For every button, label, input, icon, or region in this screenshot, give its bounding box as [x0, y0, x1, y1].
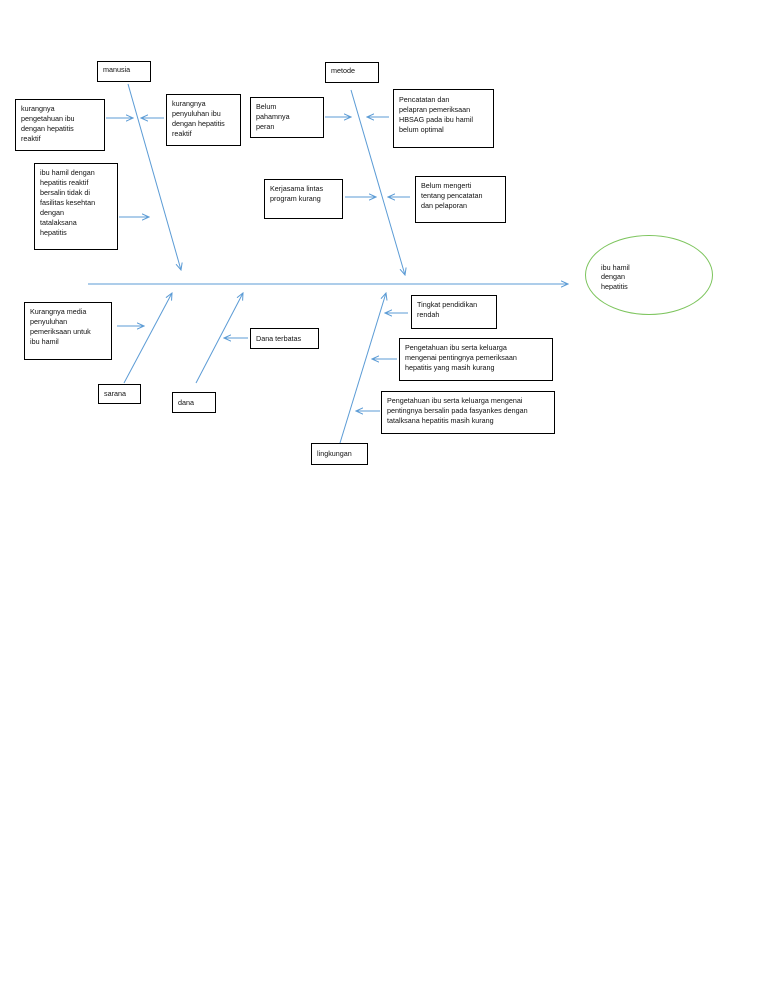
category-lingkungan: lingkungan [311, 443, 368, 465]
cause-manusia-3: ibu hamil dengan hepatitis reaktif bersa… [34, 163, 118, 250]
bone-dana [195, 293, 243, 384]
cause-manusia-1: kurangnya pengetahuan ibu dengan hepatit… [15, 99, 105, 151]
category-sarana: sarana [98, 384, 141, 404]
category-manusia: manusia [97, 61, 151, 82]
cause-lingkungan-1: Tingkat pendidikan rendah [411, 295, 497, 329]
cause-metode-1: Belum pahamnya peran [250, 97, 324, 138]
cause-lingkungan-2: Pengetahuan ibu serta keluarga mengenai … [399, 338, 553, 381]
category-metode: metode [325, 62, 379, 83]
cause-metode-4: Belum mengerti tentang pencatatan dan pe… [415, 176, 506, 223]
cause-dana-1: Dana terbatas [250, 328, 319, 349]
bone-manusia [127, 83, 181, 270]
effect-label: ibu hamil dengan hepatitis [601, 263, 630, 290]
bone-metode [350, 89, 405, 275]
cause-manusia-2: kurangnya penyuluhan ibu dengan hepatiti… [166, 94, 241, 146]
cause-metode-2: Pencatatan dan pelapran pemeriksaan HBSA… [393, 89, 494, 148]
cause-sarana-1: Kurangnya media penyuluhan pemeriksaan u… [24, 302, 112, 360]
cause-metode-3: Kerjasama lintas program kurang [264, 179, 343, 219]
effect-ellipse [585, 235, 713, 315]
bone-sarana [123, 293, 172, 384]
category-dana: dana [172, 392, 216, 413]
cause-lingkungan-3: Pengetahuan ibu serta keluarga mengenai … [381, 391, 555, 434]
bone-lingkungan [339, 293, 386, 444]
